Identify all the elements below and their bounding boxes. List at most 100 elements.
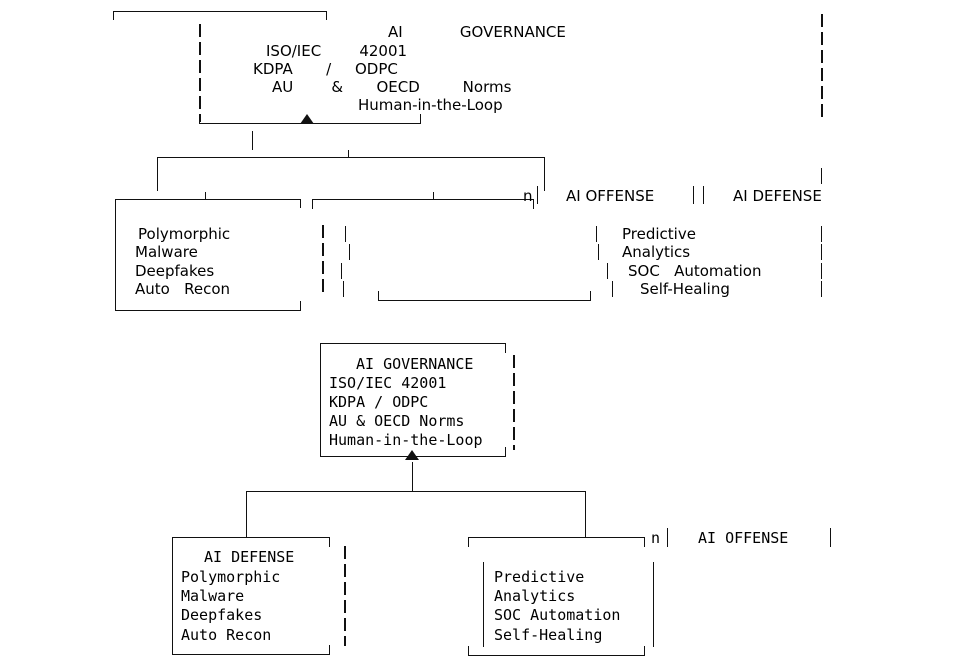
defense-item-1: Analytics bbox=[622, 243, 691, 261]
split-tee bbox=[348, 150, 349, 157]
offense-inner-broken-border bbox=[322, 225, 324, 297]
defense-box-right-tick bbox=[533, 199, 534, 209]
gov-bottom-right-tick bbox=[420, 114, 421, 123]
offense-stray-char: n bbox=[523, 187, 533, 205]
defense-box-bottom bbox=[378, 300, 591, 301]
m-gov-right-bottom bbox=[505, 447, 506, 457]
m-right-box-top-right-tick bbox=[644, 537, 645, 547]
m-split-rule bbox=[246, 491, 586, 492]
m-right-box-label: AI OFFENSE bbox=[698, 529, 789, 547]
defense-drift-bar-2 bbox=[341, 263, 342, 279]
gov-line-2: ISO/IEC 42001 bbox=[266, 42, 408, 60]
m-left-box-title: AI DEFENSE bbox=[204, 548, 295, 566]
defense-box-left-tick bbox=[312, 199, 313, 209]
defense-drift-bar-3 bbox=[343, 281, 344, 297]
m-right-box-item-1: Analytics bbox=[494, 587, 576, 605]
offense-item-2: Deepfakes bbox=[135, 262, 215, 280]
defense-label: AI DEFENSE bbox=[733, 187, 822, 205]
m-left-box-bottom bbox=[172, 654, 330, 655]
defense-right-bar-2 bbox=[821, 263, 822, 279]
gov-right-broken-border bbox=[821, 14, 823, 118]
m-gov-stem bbox=[412, 462, 413, 491]
m-gov-top bbox=[320, 343, 506, 344]
m-left-box-item-1: Malware bbox=[181, 587, 245, 605]
m-left-box-left bbox=[172, 537, 173, 655]
offense-item-1: Malware bbox=[135, 243, 198, 261]
m-left-box-right-top bbox=[329, 537, 330, 547]
offense-label: AI OFFENSE bbox=[566, 187, 655, 205]
defense-right-bar-0 bbox=[821, 226, 822, 242]
offense-item-0: Polymorphic bbox=[138, 225, 231, 243]
gov-left-broken-border bbox=[199, 24, 201, 122]
defense-box-top bbox=[312, 199, 534, 200]
gov-stem bbox=[252, 131, 253, 150]
defense-right-bar-3 bbox=[821, 281, 822, 297]
gov-line-3: KDPA / ODPC bbox=[253, 60, 398, 78]
defense-right-bar-1 bbox=[821, 244, 822, 260]
m-left-box-top bbox=[172, 537, 330, 538]
defense-box-bottom-right-tick bbox=[590, 291, 591, 301]
defense-label-top-tick bbox=[821, 168, 822, 184]
defense-left-bar-1 bbox=[598, 244, 599, 260]
gov-top-rule bbox=[113, 11, 327, 12]
m-right-box-label-right-bar bbox=[830, 528, 831, 547]
offense-box-bottom bbox=[115, 310, 301, 311]
defense-box-bottom-left-tick bbox=[378, 291, 379, 301]
m-right-box-top bbox=[468, 537, 645, 538]
m-split-left-drop bbox=[246, 491, 247, 537]
gov-line-4: AU & OECD Norms bbox=[272, 78, 512, 96]
m-right-box-inner-right bbox=[653, 562, 654, 647]
m-gov-line-2: AU & OECD Norms bbox=[329, 412, 465, 430]
m-gov-line-0: ISO/IEC 42001 bbox=[329, 374, 447, 392]
gov-top-right-tick bbox=[326, 11, 327, 20]
m-gov-right-top bbox=[505, 343, 506, 353]
defense-item-3: Self-Healing bbox=[640, 280, 730, 298]
m-left-box-item-2: Deepfakes bbox=[181, 606, 263, 624]
defense-label-left-bar bbox=[703, 186, 704, 204]
gov-line-5: Human-in-the-Loop bbox=[358, 96, 503, 114]
defense-drift-bar-0 bbox=[345, 226, 346, 242]
offense-box-top bbox=[115, 199, 301, 200]
m-right-box-label-left-bar bbox=[667, 528, 668, 547]
m-right-box-top-left-tick bbox=[468, 537, 469, 547]
m-gov-left bbox=[320, 343, 321, 457]
offense-box-tee bbox=[205, 192, 206, 199]
m-right-box-item-3: Self-Healing bbox=[494, 626, 603, 644]
m-split-right-drop bbox=[585, 491, 586, 537]
defense-left-bar-2 bbox=[607, 263, 608, 279]
m-gov-arrow-head bbox=[405, 450, 419, 460]
m-gov-line-3: Human-in-the-Loop bbox=[329, 431, 483, 449]
m-right-box-item-2: SOC Automation bbox=[494, 606, 621, 624]
offense-item-3: Auto Recon bbox=[135, 280, 231, 298]
gov-line-1: AI GOVERNANCE bbox=[388, 23, 566, 41]
m-gov-inner-broken-border bbox=[513, 355, 515, 450]
m-right-box-stray-char: n bbox=[651, 529, 661, 547]
split-right-drop bbox=[544, 157, 545, 191]
offense-label-left-bar bbox=[537, 186, 538, 204]
m-gov-title: AI GOVERNANCE bbox=[356, 355, 474, 373]
m-right-box-bottom-left-tick bbox=[468, 646, 469, 656]
split-left-drop bbox=[157, 157, 158, 191]
offense-label-right-bar bbox=[693, 186, 694, 204]
gov-top-left-tick bbox=[113, 11, 114, 20]
m-left-box-right-bottom bbox=[329, 645, 330, 655]
defense-box-tee bbox=[433, 192, 434, 199]
split-rule bbox=[157, 157, 545, 158]
offense-box-right-top bbox=[300, 199, 301, 208]
gov-arrow-head bbox=[300, 114, 314, 124]
offense-box-left bbox=[115, 199, 116, 311]
defense-item-2: SOC Automation bbox=[628, 262, 762, 280]
m-gov-line-1: KDPA / ODPC bbox=[329, 393, 429, 411]
defense-left-bar-0 bbox=[596, 226, 597, 242]
m-right-box-bottom bbox=[468, 655, 645, 656]
gov-bottom-left-tick bbox=[199, 114, 200, 123]
defense-item-0: Predictive bbox=[622, 225, 696, 243]
offense-box-right-bottom bbox=[300, 301, 301, 311]
defense-drift-bar-1 bbox=[349, 244, 350, 260]
m-right-box-inner-left bbox=[483, 562, 484, 647]
m-right-box-item-0: Predictive bbox=[494, 568, 585, 586]
m-left-box-item-0: Polymorphic bbox=[181, 568, 281, 586]
m-left-box-inner-broken-border bbox=[344, 546, 346, 646]
